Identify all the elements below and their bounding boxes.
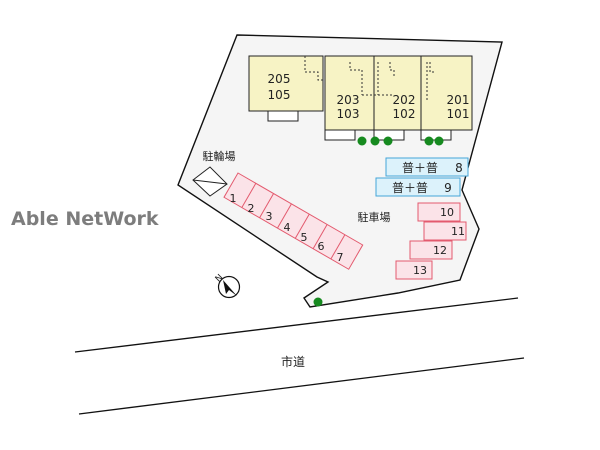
parking-space-label: 8 <box>455 161 463 175</box>
parking-space-label: 1 <box>230 192 237 205</box>
building-unit-205-105: 205 105 <box>248 55 324 122</box>
unit-upper-label: 203 <box>337 93 360 107</box>
unit-upper-label: 205 <box>268 72 291 86</box>
unit-lower-label: 102 <box>393 107 416 121</box>
parking-space-label: 7 <box>337 251 344 264</box>
unit-upper-label: 202 <box>393 93 416 107</box>
tree-icon <box>357 136 367 146</box>
parking-space-label: 12 <box>433 244 447 257</box>
parking-lot-label: 駐車場 <box>358 210 391 224</box>
unit-lower-label: 101 <box>447 107 470 121</box>
building-row-east <box>324 55 473 141</box>
city-road: 市道 <box>74 297 525 415</box>
parking-space-label: 4 <box>284 221 291 234</box>
parking-space-11 <box>423 221 467 241</box>
parking-space-label: 9 <box>444 181 452 195</box>
parking-space-label: 13 <box>413 264 427 277</box>
unit-lower-label: 105 <box>268 88 291 102</box>
unit-upper-label: 201 <box>447 93 470 107</box>
brand-label: Able NetWork <box>11 208 159 230</box>
city-road-label: 市道 <box>281 354 305 369</box>
parking-space-label: 3 <box>266 210 273 223</box>
parking-space-label: 10 <box>440 206 454 219</box>
parking-row-left <box>223 172 364 270</box>
parking-space-12 <box>409 240 453 260</box>
compass-icon: N <box>214 273 241 299</box>
tree-icon <box>383 136 393 146</box>
parking-row-right <box>395 202 467 280</box>
parking-space-9: 普＋普 9 <box>375 177 461 197</box>
parking-space-type-label: 普＋普 <box>402 161 438 175</box>
parking-space-label: 6 <box>318 240 325 253</box>
parking-space-label: 11 <box>451 225 465 238</box>
bicycle-parking-label: 駐輪場 <box>203 149 236 163</box>
parking-space-label: 2 <box>248 202 255 215</box>
tree-icon <box>313 297 323 307</box>
tree-icon <box>434 136 444 146</box>
parking-space-10 <box>417 202 461 222</box>
parking-space-type-label: 普＋普 <box>392 181 428 195</box>
parking-space-13 <box>395 260 433 280</box>
tree-icon <box>370 136 380 146</box>
compass-north-label: N <box>214 273 226 285</box>
tree-icon <box>424 136 434 146</box>
parking-space-label: 5 <box>301 231 308 244</box>
unit-lower-label: 103 <box>337 107 360 121</box>
tree-row <box>357 136 444 146</box>
bicycle-parking: 駐輪場 <box>192 149 236 197</box>
parking-space-8: 普＋普 8 <box>385 157 469 177</box>
